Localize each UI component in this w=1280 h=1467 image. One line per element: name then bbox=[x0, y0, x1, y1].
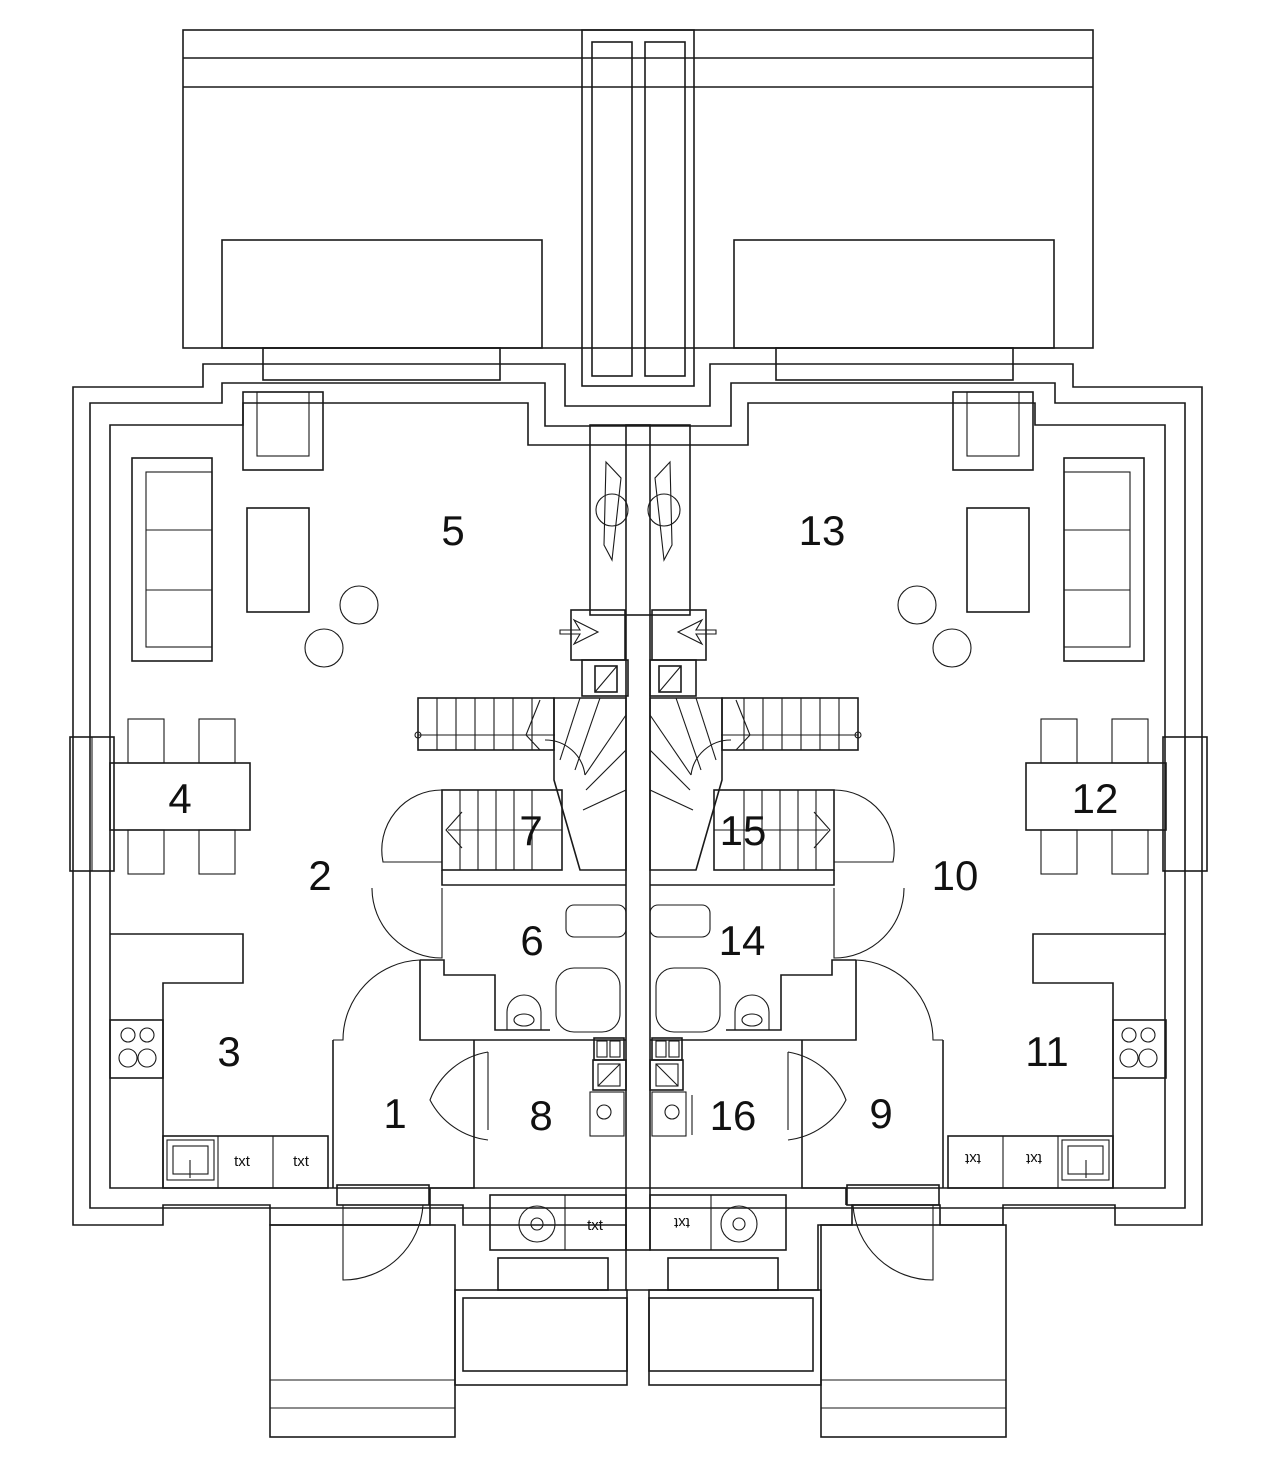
left-staircase bbox=[381, 697, 627, 871]
room-label-16: 16 bbox=[710, 1092, 757, 1139]
room-label-4: 4 bbox=[168, 775, 191, 822]
room-label-8: 8 bbox=[529, 1092, 552, 1139]
terraces bbox=[182, 29, 1094, 387]
left-living-furniture bbox=[131, 391, 379, 668]
left-hall-walls bbox=[332, 870, 628, 1386]
room-label-7: 7 bbox=[519, 807, 542, 854]
room-label-11: 11 bbox=[1025, 1028, 1069, 1075]
counter-label: txt bbox=[1025, 1150, 1042, 1167]
left-kitchen bbox=[109, 933, 329, 1189]
left-porch bbox=[163, 1204, 456, 1438]
room-label-15: 15 bbox=[720, 807, 767, 854]
room-label-14: 14 bbox=[719, 917, 766, 964]
counter-label: txt bbox=[587, 1217, 604, 1234]
room-label-12: 12 bbox=[1072, 775, 1119, 822]
room-label-2: 2 bbox=[308, 852, 331, 899]
room-label-1: 1 bbox=[383, 1090, 406, 1137]
room-labels: 1 2 3 4 5 6 7 8 9 10 11 12 13 14 15 16 bbox=[168, 507, 1118, 1139]
left-dining-set bbox=[109, 718, 251, 875]
terrace-doors bbox=[595, 460, 681, 562]
party-wall bbox=[589, 424, 691, 1251]
counter-label: txt bbox=[293, 1153, 310, 1170]
exterior-walls bbox=[69, 347, 1208, 1291]
counter-label: txt bbox=[234, 1153, 251, 1170]
room-label-5: 5 bbox=[441, 507, 464, 554]
counter-label: txt bbox=[964, 1150, 981, 1167]
counter-label: txt bbox=[673, 1214, 690, 1231]
room-label-13: 13 bbox=[799, 507, 846, 554]
right-unit bbox=[648, 391, 1167, 1438]
room-label-9: 9 bbox=[869, 1090, 892, 1137]
counter-labels: txt txt txt txt txt txt bbox=[234, 1150, 1042, 1234]
fireplaces bbox=[559, 609, 717, 697]
room-label-3: 3 bbox=[217, 1028, 240, 1075]
room-label-6: 6 bbox=[520, 917, 543, 964]
room-label-10: 10 bbox=[932, 852, 979, 899]
